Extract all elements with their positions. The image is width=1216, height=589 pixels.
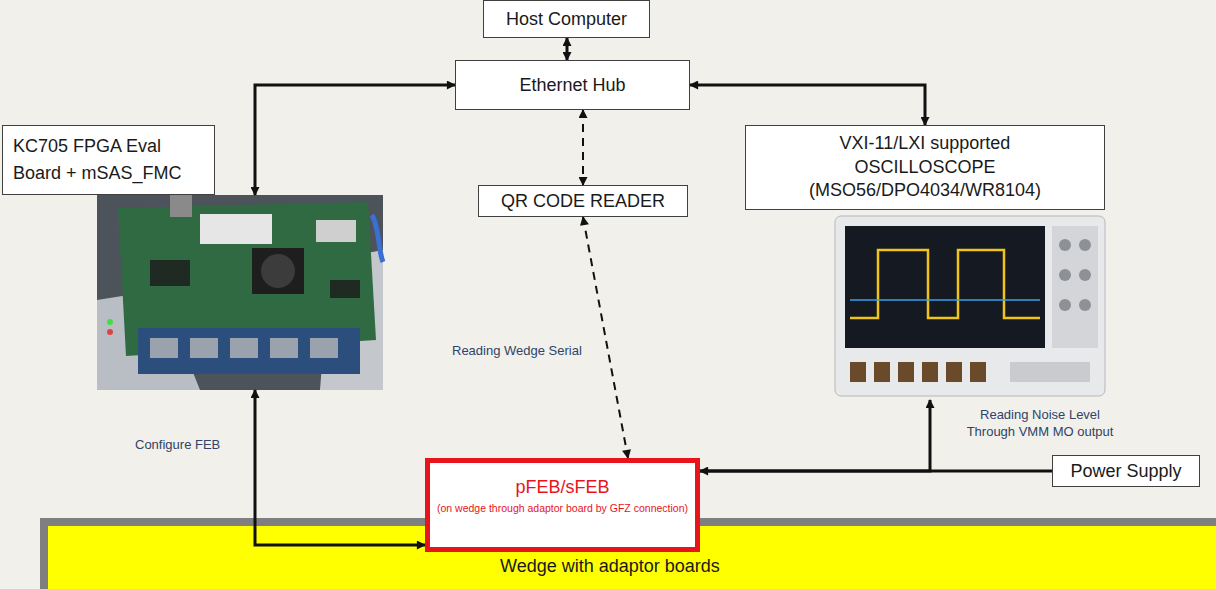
front-ports xyxy=(1010,362,1090,382)
knob xyxy=(1079,299,1091,311)
port xyxy=(310,338,338,358)
yellow-trace xyxy=(850,250,1040,318)
input-connector xyxy=(850,362,866,382)
knob xyxy=(1079,269,1091,281)
oscilloscope-picture xyxy=(835,216,1105,396)
reader-box: QR CODE READER xyxy=(478,185,688,217)
input-connector xyxy=(946,362,962,382)
scope-body xyxy=(835,216,1105,396)
control-panel xyxy=(1052,226,1098,348)
power-supply-box: Power Supply xyxy=(1052,455,1200,487)
fan xyxy=(252,248,304,294)
mezzanine-card xyxy=(200,214,272,244)
node-label: pFEB/sFEB xyxy=(515,477,609,498)
scope-box-frame: VXI-11/LXI supported OSCILLOSCOPE (MSO56… xyxy=(745,125,1105,210)
connector-label: Reading Wedge Serial xyxy=(452,343,582,360)
scope-screen xyxy=(845,226,1045,348)
connector-line xyxy=(566,38,569,60)
input-connector xyxy=(874,362,890,382)
blue-trace xyxy=(850,299,1040,301)
fpga-board-block: KC705 FPGA Eval Board + mSAS_FMC xyxy=(97,195,383,390)
knob xyxy=(1079,239,1091,251)
node-note: (on wedge through adaptor board by GFZ c… xyxy=(437,502,688,514)
node-label: Host Computer xyxy=(506,9,627,30)
led xyxy=(107,329,113,335)
led xyxy=(107,319,113,325)
node-label: QR CODE READER xyxy=(501,191,665,212)
connector-line xyxy=(700,400,930,471)
photo-background xyxy=(97,195,383,390)
kc-label-frame: KC705 FPGA Eval Board + mSAS_FMC xyxy=(2,125,215,195)
knob xyxy=(1059,299,1071,311)
port xyxy=(230,338,258,358)
fan-blade xyxy=(261,254,295,288)
input-connector xyxy=(898,362,914,382)
node-label: KC705 FPGA Eval Board + mSAS_FMC xyxy=(13,133,198,187)
fmc-board xyxy=(138,328,360,374)
port xyxy=(190,338,218,358)
network-hub-box: Ethernet Hub xyxy=(455,60,690,110)
connector-label: Reading Noise Level Through VMM MO outpu… xyxy=(955,407,1125,441)
node-label: Ethernet Hub xyxy=(519,75,625,96)
connector-line xyxy=(690,85,925,125)
connector-line xyxy=(255,85,455,195)
chip xyxy=(150,260,190,286)
port xyxy=(270,338,298,358)
connector-label: Configure FEB xyxy=(135,437,220,454)
network-cable xyxy=(372,215,383,262)
dashed-connector xyxy=(582,110,584,185)
oscilloscope-block: VXI-11/LXI supported OSCILLOSCOPE (MSO56… xyxy=(745,125,1105,400)
fpga-board-picture xyxy=(97,195,383,390)
board-under-test-box: pFEB/sFEB (on wedge through adaptor board… xyxy=(425,458,700,552)
dashed-connector xyxy=(583,217,628,458)
knob xyxy=(1059,239,1071,251)
node-label: VXI-11/LXI supported OSCILLOSCOPE (MSO56… xyxy=(789,132,1061,202)
connector xyxy=(316,220,356,242)
port xyxy=(150,338,178,358)
node-label: Wedge with adaptor boards xyxy=(500,556,720,577)
input-connector xyxy=(970,362,986,382)
knob xyxy=(1059,269,1071,281)
cable xyxy=(170,195,192,217)
device-box: Host Computer xyxy=(483,0,650,38)
input-connector xyxy=(922,362,938,382)
chip xyxy=(330,280,360,298)
node-label: Power Supply xyxy=(1070,461,1181,482)
